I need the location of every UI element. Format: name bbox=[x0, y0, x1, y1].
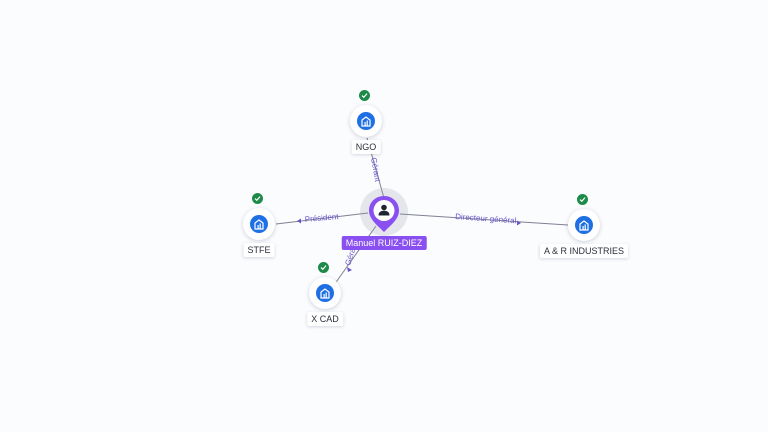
edge-line-stfe bbox=[275, 212, 369, 225]
company-name[interactable]: X CAD bbox=[307, 312, 343, 326]
edge-line-xcad bbox=[333, 225, 377, 286]
building-icon bbox=[250, 215, 268, 233]
company-circle[interactable] bbox=[350, 89, 382, 137]
verified-check-icon bbox=[251, 192, 264, 205]
building-icon bbox=[575, 216, 593, 234]
verified-check-icon bbox=[358, 89, 371, 102]
edge-arrow-xcad bbox=[347, 267, 352, 272]
building-icon bbox=[316, 284, 334, 302]
edge-label-stfe[interactable]: Président bbox=[304, 212, 339, 224]
edge-arrow-ar bbox=[517, 220, 521, 226]
person-name[interactable]: Manuel RUIZ-DIEZ bbox=[341, 236, 427, 250]
edge-label-ngo[interactable]: Gérant bbox=[369, 157, 382, 183]
edge-label-ar[interactable]: Directeur général bbox=[455, 212, 517, 225]
edge-line-ar bbox=[399, 213, 569, 226]
company-name[interactable]: A & R INDUSTRIES bbox=[539, 244, 629, 258]
building-icon bbox=[357, 112, 375, 130]
company-name[interactable]: STFE bbox=[243, 243, 275, 257]
edge-arrow-stfe bbox=[297, 218, 301, 224]
person-pin-icon[interactable] bbox=[367, 194, 401, 234]
company-name[interactable]: NGO bbox=[351, 140, 381, 154]
company-circle[interactable] bbox=[309, 261, 341, 309]
company-circle[interactable] bbox=[243, 192, 275, 240]
verified-check-icon bbox=[576, 193, 589, 206]
verified-check-icon bbox=[317, 261, 330, 274]
company-circle[interactable] bbox=[568, 193, 600, 241]
